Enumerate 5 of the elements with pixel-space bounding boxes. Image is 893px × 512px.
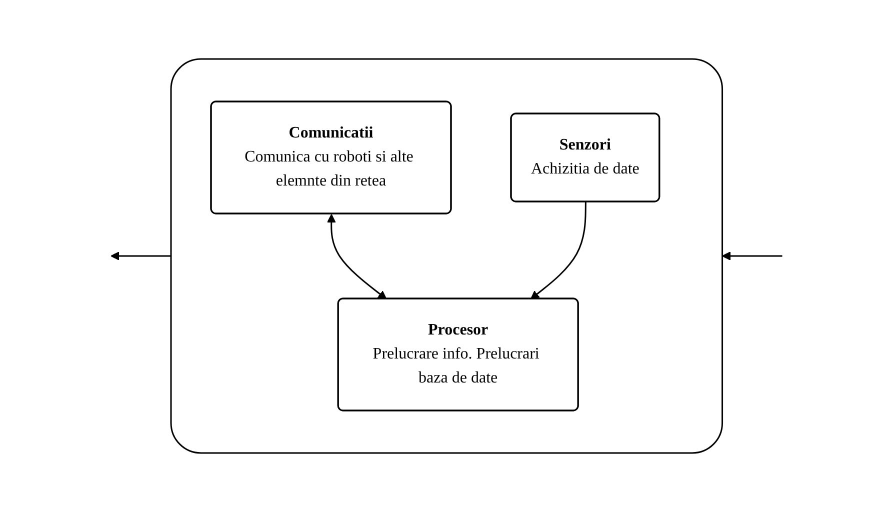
arrow	[722, 252, 782, 260]
arrow	[326, 214, 387, 300]
cluster	[170, 58, 723, 454]
arrow	[530, 202, 586, 300]
arrow	[110, 252, 171, 260]
